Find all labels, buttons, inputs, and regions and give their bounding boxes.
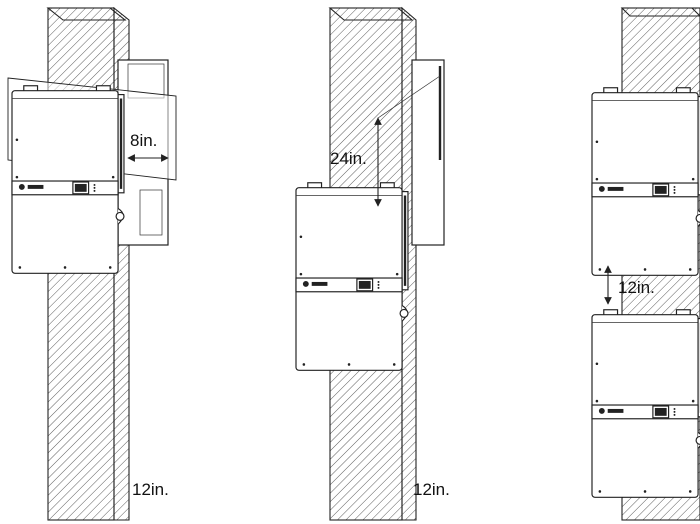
label-side-clearance: 8in. (130, 131, 157, 150)
label-between-clearance: 12in. (618, 278, 655, 297)
inverter-unit-icon (10, 84, 126, 275)
scenario-middle-top-clearance: 24in. 12in. (294, 6, 450, 521)
label-top-clearance: 24in. (330, 149, 367, 168)
inverter-upper-icon (411, 59, 445, 246)
inverter-unit-icon (590, 86, 700, 277)
inverter-unit-icon (294, 181, 410, 372)
label-ground-left: 12in. (132, 480, 169, 499)
label-ground-middle: 12in. (413, 480, 450, 499)
scenario-right-between-clearance: 12in. (590, 7, 700, 521)
scenario-left-side-clearance: 8in. 12in. (7, 6, 177, 521)
inverter-unit-icon (590, 308, 700, 499)
